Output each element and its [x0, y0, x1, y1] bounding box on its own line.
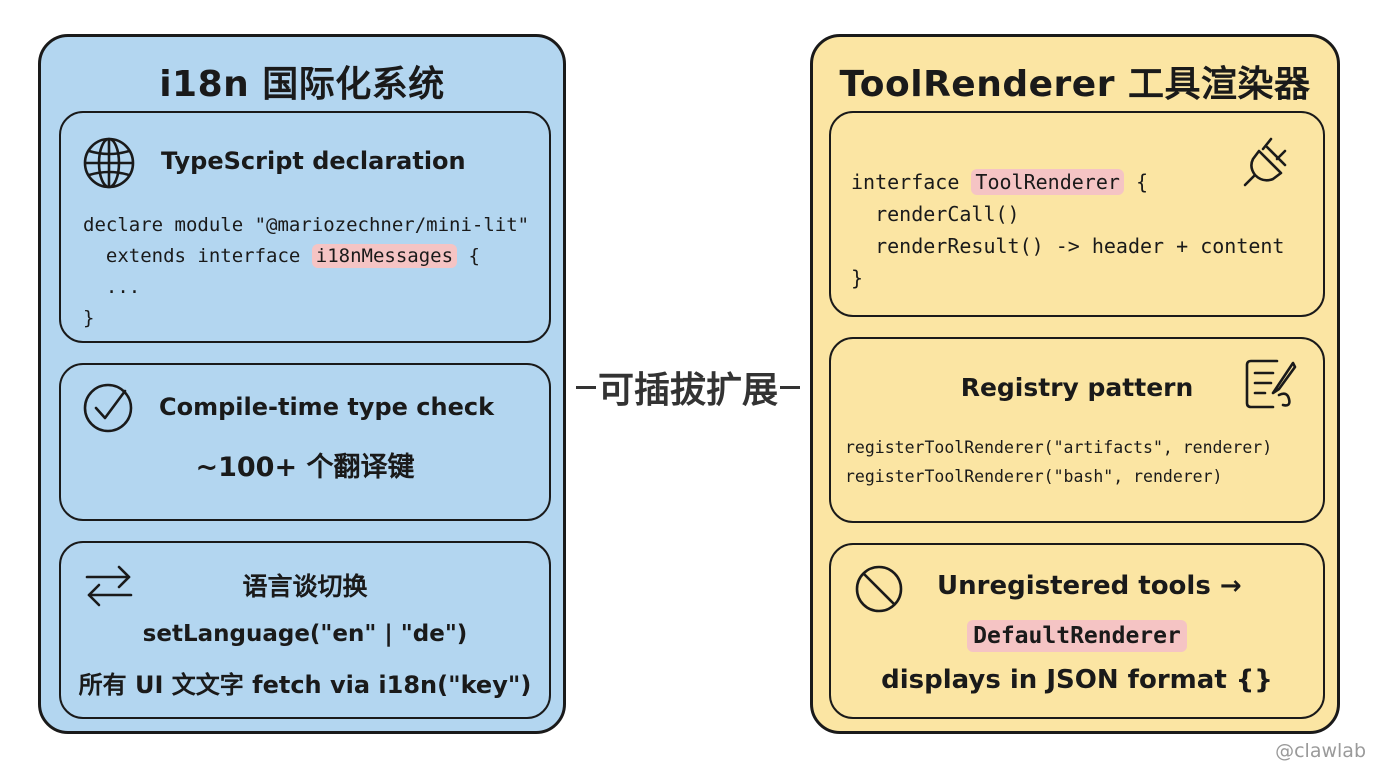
plug-icon [1241, 133, 1299, 195]
code-line: registerToolRenderer("bash", renderer) [845, 467, 1223, 486]
tool-renderer-panel-title: ToolRenderer 工具渲染器 [839, 64, 1311, 105]
code-line: renderResult() -> header + content [851, 234, 1285, 258]
default-renderer-row: DefaultRenderer [831, 620, 1323, 652]
code-line: } [851, 266, 864, 290]
json-format-note: displays in JSON format {} [881, 665, 1273, 695]
ui-text-fetch-note: 所有 UI 文文字 fetch via i18n("key") [78, 671, 532, 699]
prohibited-icon [853, 563, 905, 619]
code-line: { [1123, 170, 1149, 194]
connector-line-left [575, 385, 596, 389]
code-line: declare module "@mariozechner/mini-lit" [83, 214, 530, 236]
i18n-panel-title: i18n 国际化系统 [159, 64, 445, 105]
code-line: extends interface [83, 245, 312, 267]
pluggable-extension-connector: 可插拔扩展 [560, 362, 816, 412]
registry-pattern-title: Registry pattern [960, 373, 1194, 402]
i18n-panel: i18n 国际化系统 TypeScript declaration declar… [38, 34, 566, 734]
tool-renderer-interface-code: interface ToolRenderer { renderCall() re… [851, 166, 1284, 294]
typescript-declaration-code: declare module "@mariozechner/mini-lit" … [83, 210, 529, 334]
watermark: @clawlab [1275, 740, 1366, 762]
globe-icon [81, 135, 137, 195]
tool-renderer-interface-card: interface ToolRenderer { renderCall() re… [829, 111, 1325, 317]
pluggable-extension-label: 可插拔扩展 [597, 370, 778, 411]
code-line: interface [851, 170, 972, 194]
compile-time-check-title: Compile-time type check [159, 393, 495, 421]
code-line: renderCall() [851, 202, 1020, 226]
connector-line-right [780, 385, 800, 389]
compile-time-check-card: Compile-time type check ~100+ 个翻译键 [59, 363, 551, 521]
document-edit-icon [1243, 355, 1299, 417]
toolrenderer-highlight: ToolRenderer [971, 169, 1124, 195]
typescript-declaration-title: TypeScript declaration [161, 147, 466, 175]
language-switch-title: 语言谈切换 [242, 572, 368, 601]
language-switch-card: 语言谈切换 setLanguage("en" | "de") 所有 UI 文文字… [59, 541, 551, 719]
registry-pattern-code: registerToolRenderer("artifacts", render… [845, 433, 1272, 491]
typescript-declaration-card: TypeScript declaration declare module "@… [59, 111, 551, 343]
code-line: ... [83, 276, 141, 298]
code-line: } [83, 307, 95, 329]
code-line: { [457, 245, 480, 267]
unregistered-tools-title: Unregistered tools → [937, 571, 1242, 601]
swap-arrows-icon [83, 561, 135, 613]
i18nmessages-highlight: i18nMessages [311, 244, 458, 268]
tool-renderer-panel: ToolRenderer 工具渲染器 interface ToolRendere… [810, 34, 1340, 734]
set-language-code: setLanguage("en" | "de") [142, 621, 468, 647]
translation-keys-count: ~100+ 个翻译键 [195, 452, 415, 483]
check-circle-icon [81, 381, 135, 439]
registry-pattern-card: Registry pattern registerToolRenderer("a… [829, 337, 1325, 523]
default-renderer-card: Unregistered tools → DefaultRenderer dis… [829, 543, 1325, 719]
code-line: registerToolRenderer("artifacts", render… [845, 438, 1273, 457]
default-renderer-highlight: DefaultRenderer [967, 620, 1187, 652]
